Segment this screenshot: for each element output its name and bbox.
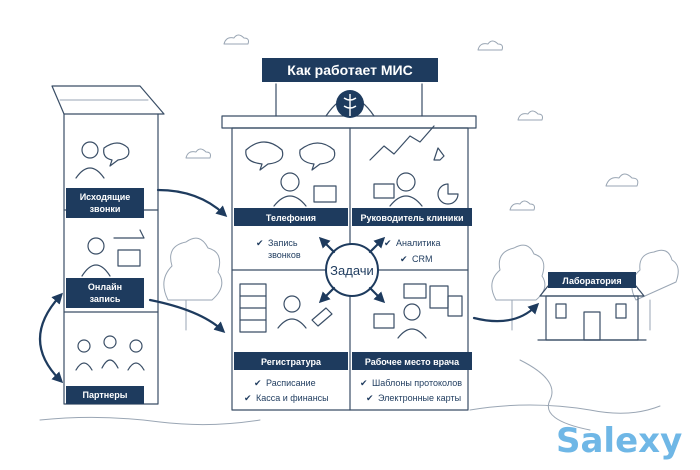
cloud-icon <box>517 110 543 121</box>
telephony-item-2: звонков <box>268 250 301 260</box>
registry-item-1: Расписание <box>266 378 316 388</box>
arrow-online-to-registry <box>148 298 226 333</box>
telephony-items: ✔ Запись звонков <box>256 238 301 260</box>
cloud-icon <box>223 34 249 45</box>
registry-title: Регистратура <box>261 357 322 367</box>
caduceus-icon <box>336 90 364 118</box>
arrow-outgoing-to-telephony <box>156 188 228 217</box>
outgoing-calls-line1: Исходящие <box>80 192 131 202</box>
online-booking-line1: Онлайн <box>88 282 122 292</box>
laboratory-label: Лаборатория <box>548 272 636 288</box>
tasks-arrow <box>368 236 386 254</box>
caller-person-icon <box>75 141 130 179</box>
doctor-item-2: Электронные карты <box>378 393 461 403</box>
online-booking-label: Онлайн запись <box>66 278 144 308</box>
ground-line <box>39 416 261 426</box>
outgoing-calls-line2: звонки <box>90 204 121 214</box>
tasks-label: Задачи <box>330 263 374 278</box>
path-line <box>519 359 591 431</box>
partners-people-icon <box>75 335 145 371</box>
telephony-operator-icon <box>245 141 337 207</box>
doctor-title: Рабочее место врача <box>365 357 460 367</box>
telephony-label: Телефония <box>234 208 348 226</box>
telephony-title: Телефония <box>266 213 316 223</box>
tasks-arrow <box>318 236 336 254</box>
clinic-head-analytics-icon <box>369 125 459 207</box>
clinic-head-title: Руководитель клиники <box>361 213 464 223</box>
cloud-icon <box>605 173 639 187</box>
partners-text: Партнеры <box>83 390 128 400</box>
laboratory-building <box>537 285 647 341</box>
page-title: Как работает МИС <box>287 62 412 78</box>
doctor-item-1: Шаблоны протоколов <box>372 378 462 388</box>
title-plate: Как работает МИС <box>262 58 438 82</box>
clinic-head-item-1: Аналитика <box>396 238 441 248</box>
left-building <box>51 85 165 405</box>
clinic-head-items: ✔ Аналитика ✔ CRM <box>384 238 441 264</box>
check-icon: ✔ <box>244 393 252 403</box>
cloud-icon <box>477 40 503 51</box>
check-icon: ✔ <box>400 254 408 264</box>
doctor-items: ✔ Шаблоны протоколов ✔ Электронные карты <box>360 378 462 403</box>
check-icon: ✔ <box>360 378 368 388</box>
tree-icon <box>163 237 223 331</box>
arrow-partners-online <box>39 292 64 384</box>
tasks-hub: Задачи <box>318 236 386 304</box>
doctor-label: Рабочее место врача <box>352 352 472 370</box>
ground-line <box>469 404 661 414</box>
cloud-icon <box>509 200 535 211</box>
tasks-arrow <box>318 286 336 304</box>
registry-desk-icon <box>239 283 333 333</box>
registry-items: ✔ Расписание ✔ Касса и финансы <box>244 378 329 403</box>
registry-label: Регистратура <box>234 352 348 370</box>
partners-label: Партнеры <box>66 386 144 404</box>
clinic-head-label: Руководитель клиники <box>352 208 472 226</box>
watermark-logo: Salexy <box>556 421 682 461</box>
check-icon: ✔ <box>366 393 374 403</box>
arrow-to-laboratory <box>472 302 540 323</box>
check-icon: ✔ <box>254 378 262 388</box>
online-booking-person-icon <box>81 229 145 277</box>
outgoing-calls-label: Исходящие звонки <box>66 188 144 218</box>
laboratory-title: Лаборатория <box>562 276 621 286</box>
check-icon: ✔ <box>256 238 264 248</box>
telephony-item-1: Запись <box>268 238 298 248</box>
online-booking-line2: запись <box>90 294 121 304</box>
doctor-workplace-icon <box>373 283 463 339</box>
check-icon: ✔ <box>384 238 392 248</box>
registry-item-2: Касса и финансы <box>256 393 329 403</box>
tree-icon <box>491 244 546 331</box>
tasks-arrow <box>368 286 386 304</box>
cloud-icon <box>185 148 211 159</box>
clinic-head-item-2: CRM <box>412 254 433 264</box>
